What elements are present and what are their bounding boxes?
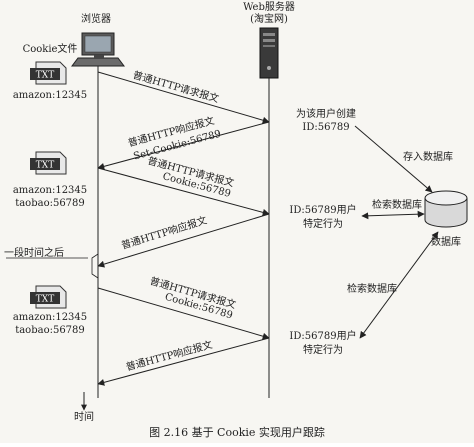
database-label: 数据库: [431, 235, 461, 248]
message-arrow-4: [97, 213, 270, 268]
txt-badge: TXT: [36, 295, 54, 305]
cookie-file-icon-3: TXT: [30, 285, 67, 309]
store-db-arrow: [354, 125, 433, 193]
store-db-label: 存入数据库: [403, 150, 453, 163]
cookie-file-3-line-1: amazon:12345: [13, 312, 87, 323]
time-axis-label: 时间: [74, 410, 94, 423]
message-arrow-2: [97, 121, 270, 170]
server-sublabel: (淘宝网): [250, 12, 288, 25]
server-icon: [259, 27, 279, 79]
server-note-3-line-1: ID:56789用户: [289, 329, 356, 342]
query-db-label-1: 检索数据库: [372, 198, 422, 211]
computer-icon: [71, 32, 125, 67]
cookie-file-1-line-1: amazon:12345: [13, 90, 87, 101]
cookie-file-3-line-2: taobao:56789: [15, 325, 85, 336]
cookie-file-2-line-2: taobao:56789: [15, 198, 85, 209]
query-db-label-2: 检索数据库: [347, 282, 397, 295]
server-note-1-line-2: ID:56789: [302, 122, 349, 133]
server-note-2-line-1: ID:56789用户: [289, 203, 356, 216]
message-arrow-1: [97, 71, 270, 124]
message-6-line-1: 普通HTTP响应报文: [124, 338, 213, 374]
cookie-file-icon-1: TXT: [30, 61, 67, 85]
server-label: Web服务器: [243, 0, 295, 13]
query-db-arrow-1: [361, 210, 425, 220]
server-note-2-line-2: 特定行为: [303, 217, 343, 230]
server-note-1-line-1: 为该用户创建: [296, 107, 356, 120]
message-1-line-1: 普通HTTP请求报文: [131, 68, 220, 105]
browser-label: 浏览器: [81, 12, 111, 25]
message-arrow-5: [97, 287, 270, 340]
cookie-file-icon-2: TXT: [30, 151, 67, 175]
time-gap-break: [91, 253, 99, 279]
time-gap-label: 一段时间之后: [4, 246, 64, 259]
database-icon: [424, 190, 468, 228]
message-arrow-6: [97, 337, 270, 386]
cookie-file-2-line-1: amazon:12345: [13, 185, 87, 196]
message-arrow-3: [97, 167, 270, 216]
figure-caption: 图 2.16 基于 Cookie 实现用户跟踪: [149, 425, 325, 439]
txt-badge: TXT: [36, 71, 54, 81]
cookie-file-label: Cookie文件: [23, 42, 78, 55]
query-db-arrow-2: [359, 231, 439, 339]
txt-badge: TXT: [36, 161, 54, 171]
server-note-3-line-2: 特定行为: [303, 343, 343, 356]
